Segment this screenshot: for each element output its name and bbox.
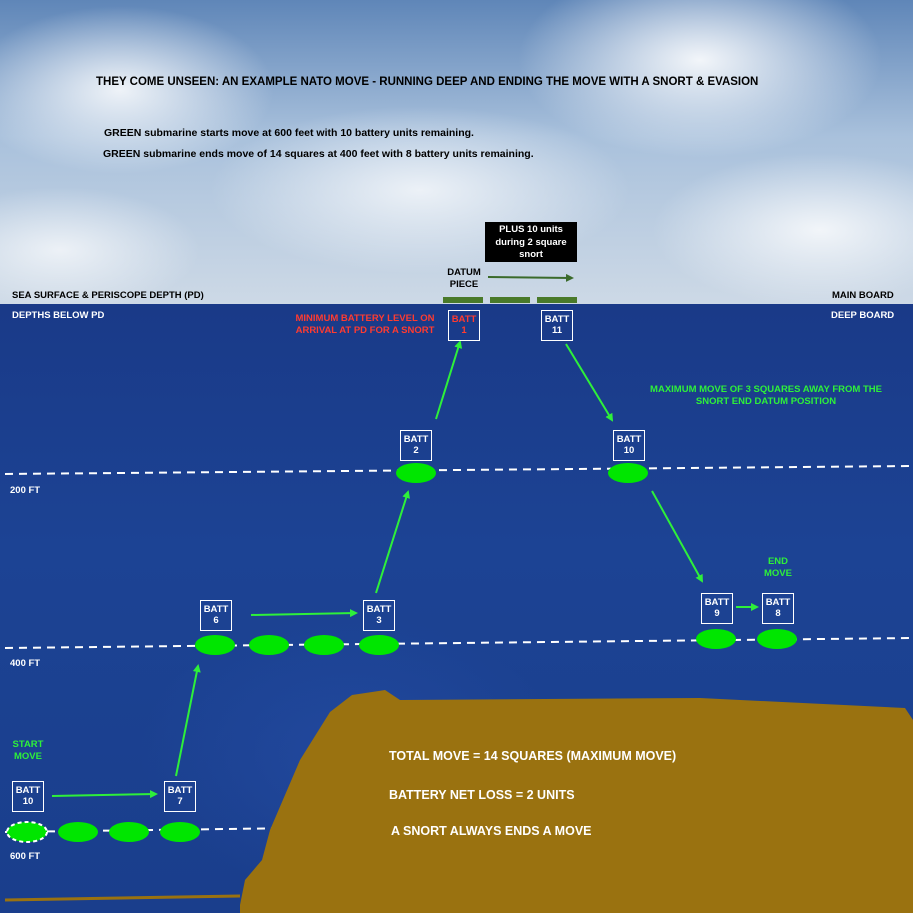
sub-position-200-1 [396, 463, 436, 483]
arrow-600-right [51, 790, 158, 799]
depth-line-600 [4, 827, 301, 833]
end-move-label: END MOVE [764, 556, 792, 579]
sub-position-400-1 [195, 635, 235, 655]
deep-board-label: DEEP BOARD [831, 310, 895, 321]
main-board-label: MAIN BOARD [832, 290, 894, 301]
depth-line-200 [4, 465, 913, 475]
info-line-start: GREEN submarine starts move at 600 feet … [104, 127, 474, 139]
sub-position-200-2 [608, 463, 648, 483]
sub-position-400-3 [304, 635, 344, 655]
depths-label: DEPTHS BELOW PD [12, 310, 105, 321]
sub-position-600-start [6, 821, 48, 843]
sub-position-600-3 [109, 822, 149, 842]
depth-label-600: 600 FT [10, 851, 41, 862]
arrow-400-to-200 [375, 490, 411, 594]
sub-position-400-2 [249, 635, 289, 655]
datum-label: DATUM PIECE [447, 267, 481, 290]
info-line-end: GREEN submarine ends move of 14 squares … [103, 148, 534, 160]
summary-underline [4, 894, 241, 902]
arrow-600-to-400 [175, 664, 201, 777]
depth-label-200: 200 FT [10, 485, 41, 496]
depth-label-400: 400 FT [10, 658, 41, 669]
arrow-snort [487, 273, 574, 282]
arrow-200-to-pd [435, 340, 463, 420]
page-title: THEY COME UNSEEN: AN EXAMPLE NATO MOVE -… [96, 76, 759, 88]
sub-position-600-4 [160, 822, 200, 842]
summary-shape [240, 690, 913, 913]
summary-snort-rule: A SNORT ALWAYS ENDS A MOVE [391, 824, 592, 838]
arrow-200-to-400 [651, 490, 703, 583]
summary-total-move: TOTAL MOVE = 14 SQUARES (MAXIMUM MOVE) [389, 749, 677, 763]
surface-label: SEA SURFACE & PERISCOPE DEPTH (PD) [12, 290, 204, 301]
datum-square-1 [443, 297, 483, 303]
sky-background [0, 0, 913, 304]
datum-square-2 [490, 297, 530, 303]
min-battery-note: MINIMUM BATTERY LEVEL ON ARRIVAL AT PD F… [295, 313, 435, 336]
sub-position-600-2 [58, 822, 98, 842]
sub-position-400-4 [359, 635, 399, 655]
arrow-pd-to-200 [565, 343, 614, 422]
arrow-400-right [250, 609, 358, 618]
datum-square-3 [537, 297, 577, 303]
sub-position-400-end-1 [696, 629, 736, 649]
snort-bonus-box: PLUS 10 units during 2 square snort [485, 222, 577, 262]
max-move-note: MAXIMUM MOVE OF 3 SQUARES AWAY FROM THE … [650, 384, 882, 407]
summary-battery-loss: BATTERY NET LOSS = 2 UNITS [389, 788, 575, 802]
start-move-label: START MOVE [12, 739, 44, 762]
sub-position-400-end-2 [757, 629, 797, 649]
